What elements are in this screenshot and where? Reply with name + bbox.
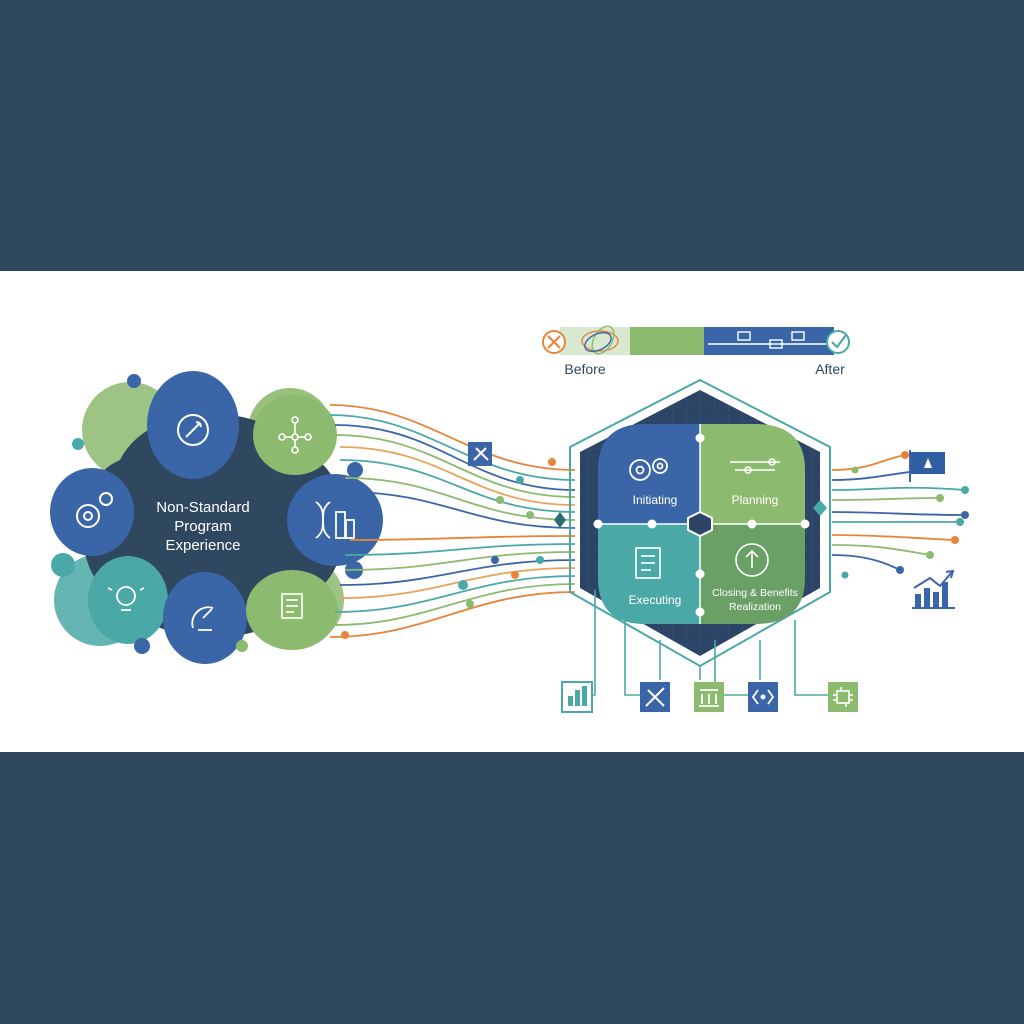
hub-cluster: Non-Standard Program Experience xyxy=(50,371,383,664)
after-label: After xyxy=(815,361,845,377)
hub-title-line-2: Program xyxy=(174,518,232,535)
circuit-icon xyxy=(828,682,858,712)
gears-icon xyxy=(76,492,113,528)
petal-document xyxy=(246,570,338,650)
lightbulb-icon xyxy=(107,586,145,611)
rocket-icon xyxy=(177,414,209,446)
phase-initiating: Initiating xyxy=(633,493,678,507)
right-lines xyxy=(831,454,966,571)
tools-badge-icon xyxy=(468,442,492,466)
timeline-icon xyxy=(730,458,780,474)
right-dots xyxy=(813,451,969,579)
building-icon xyxy=(694,682,724,712)
code-icon xyxy=(748,682,778,712)
petal-lightbulb xyxy=(88,556,168,644)
satellite-dish-icon xyxy=(191,606,214,631)
before-after-bar: Before After xyxy=(542,325,850,377)
phase-executing: Executing xyxy=(629,593,682,607)
phase-closing-line-1: Closing & Benefits xyxy=(712,587,798,599)
hub-title-line-1: Non-Standard xyxy=(156,499,249,516)
bottom-band xyxy=(0,752,1024,1024)
top-band xyxy=(0,0,1024,271)
document-icon xyxy=(635,547,661,579)
lifecycle-hexagon: Initiating Planning Executing xyxy=(569,378,831,668)
bottom-icons xyxy=(561,681,858,713)
document-icon xyxy=(281,593,303,619)
quadrant-executing: Executing xyxy=(598,524,700,624)
quadrant-planning: Planning xyxy=(700,424,805,524)
petal-network xyxy=(253,395,337,475)
hub-title-line-3: Experience xyxy=(165,537,240,554)
tangle-icon xyxy=(581,325,619,355)
bar-chart-icon xyxy=(561,681,593,713)
flow-steps-icon xyxy=(708,331,830,349)
flag-icon xyxy=(909,450,945,482)
petal-gears xyxy=(50,468,134,556)
network-icon xyxy=(278,416,312,454)
check-circle-icon xyxy=(826,330,850,354)
bar-chart-up-icon xyxy=(912,569,955,609)
petal-rocket xyxy=(147,371,239,479)
quadrant-closing: Closing & Benefits Realization xyxy=(700,524,805,624)
quadrant-initiating: Initiating xyxy=(598,424,700,524)
gears-icon xyxy=(629,458,668,481)
dna-buildings-icon xyxy=(315,501,355,539)
petal-dna-buildings xyxy=(287,474,383,566)
connection-dots xyxy=(341,442,566,639)
petal-satellite xyxy=(163,572,247,664)
phase-planning: Planning xyxy=(732,493,779,507)
before-label: Before xyxy=(564,361,605,377)
cycle-arrows-icon xyxy=(735,543,769,577)
tools-icon xyxy=(640,682,670,712)
x-circle-icon xyxy=(542,330,566,354)
phase-closing-line-2: Realization xyxy=(729,601,781,613)
connection-lines xyxy=(329,404,576,638)
